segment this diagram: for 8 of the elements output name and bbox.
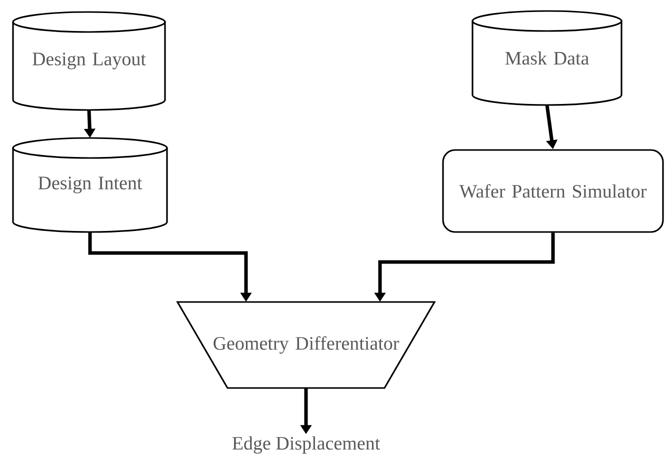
node-label: Design Intent [38,176,142,194]
process-box: Wafer Pattern Simulator [442,149,664,233]
node-label: Mask Data [505,51,589,65]
output-label: Edge Displacement [232,436,380,454]
node-label: Design Layout [32,52,146,70]
database-cylinder: Design Intent [12,137,168,233]
database-cylinder: Design Layout [12,11,166,111]
database-cylinder: Mask Data [472,10,622,106]
